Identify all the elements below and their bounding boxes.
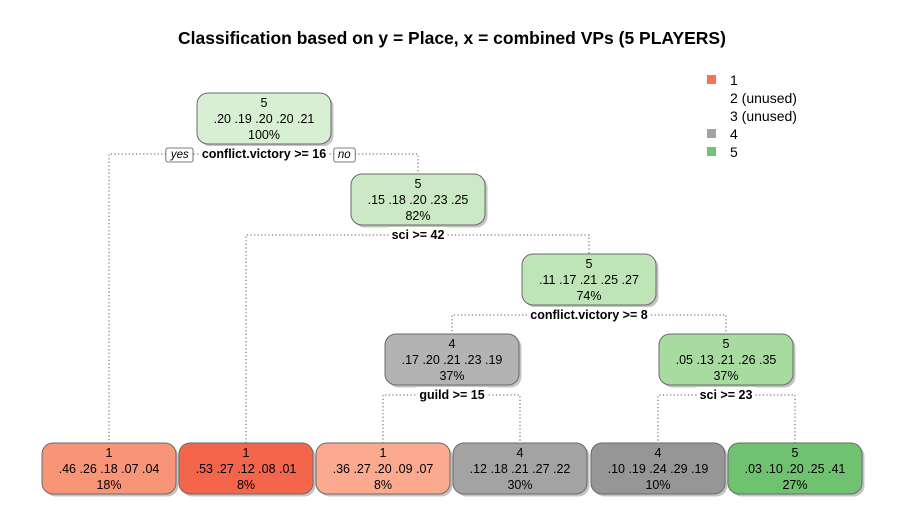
node-class: 5 [415, 177, 422, 191]
tree-node: 5 .20 .19 .20 .20 .21 100% [196, 92, 334, 147]
legend-swatch [707, 147, 716, 156]
node-probabilities: .11 .17 .21 .25 .27 [539, 273, 639, 287]
node-class: 4 [449, 337, 456, 351]
tree-leaf: 4 .12 .18 .21 .27 .22 30% [452, 442, 590, 497]
node-percent: 30% [507, 478, 532, 492]
node-class: 1 [243, 446, 250, 460]
tree-edge [657, 385, 727, 443]
tree-node: 5 .05 .13 .21 .26 .35 37% [658, 333, 796, 388]
branch-no-label: no [338, 149, 351, 161]
legend-label: 5 [730, 144, 738, 160]
legend: 1 2 (unused) 3 (unused) 4 5 [704, 71, 797, 161]
legend-label: 4 [730, 126, 738, 142]
tree-leaf: 4 .10 .19 .24 .29 .19 10% [590, 442, 728, 497]
node-percent: 10% [645, 478, 670, 492]
branch-no-label-box [333, 147, 356, 163]
branch-yes-label-box [165, 147, 194, 163]
tree-leaf: 1 .53 .27 .12 .08 .01 8% [178, 442, 316, 497]
node-probabilities: .05 .13 .21 .26 .35 [676, 353, 777, 367]
node-layer: 5 .20 .19 .20 .20 .21 100% 5 .15 .18 .20 .23… [41, 92, 865, 497]
node-box [41, 442, 177, 495]
branch-yes-label: yes [170, 149, 189, 161]
split-label-layer: conflict.victory >= 16 sci >= 42 conflict.… [165, 146, 756, 403]
node-percent: 74% [576, 289, 601, 303]
node-probabilities: .12 .18 .21 .27 .22 [470, 462, 571, 476]
node-class: 5 [261, 96, 268, 110]
legend-item-1: 1 [704, 71, 797, 89]
node-class: 4 [517, 446, 524, 460]
tree-leaf: 1 .36 .27 .20 .09 .07 8% [315, 442, 453, 497]
node-percent: 18% [96, 478, 121, 492]
node-box [590, 442, 726, 495]
legend-item-4: 4 [704, 125, 797, 143]
node-box [727, 442, 863, 495]
node-probabilities: .53 .27 .12 .08 .01 [196, 462, 297, 476]
node-box [350, 173, 486, 226]
legend-item-5: 5 [704, 143, 797, 161]
split-label: conflict.victory >= 8 [530, 308, 647, 322]
node-class: 5 [586, 257, 593, 271]
tree-leaf: 1 .46 .26 .18 .07 .04 18% [41, 442, 179, 497]
split-label: guild >= 15 [419, 388, 484, 402]
split-label-background [388, 227, 448, 243]
split-label: sci >= 42 [392, 228, 445, 242]
tree-leaf: 5 .03 .10 .20 .25 .41 27% [727, 442, 865, 497]
node-class: 5 [792, 446, 799, 460]
node-percent: 8% [374, 478, 392, 492]
split-label-background [416, 387, 488, 403]
node-percent: 8% [237, 478, 255, 492]
node-box [521, 253, 657, 306]
legend-swatch [707, 75, 716, 84]
node-class: 1 [106, 446, 113, 460]
node-probabilities: .17 .20 .21 .23 .19 [402, 353, 503, 367]
node-probabilities: .20 .19 .20 .20 .21 [214, 112, 315, 126]
node-box [178, 442, 314, 495]
legend-item-2: 2 (unused) [704, 89, 797, 107]
tree-edge [245, 225, 419, 443]
node-percent: 37% [713, 369, 738, 383]
node-box [384, 333, 520, 386]
node-percent: 27% [782, 478, 807, 492]
legend-swatch [707, 129, 716, 138]
node-probabilities: .46 .26 .18 .07 .04 [59, 462, 160, 476]
node-box [315, 442, 451, 495]
split-label: sci >= 23 [700, 388, 753, 402]
node-box [658, 333, 794, 386]
legend-label: 3 (unused) [730, 108, 797, 124]
node-percent: 82% [405, 209, 430, 223]
node-percent: 37% [439, 369, 464, 383]
node-class: 1 [380, 446, 387, 460]
chart-title: Classification based on y = Place, x = c… [178, 28, 726, 48]
node-percent: 100% [248, 128, 280, 142]
split-label-background [696, 387, 756, 403]
split-label-background [527, 307, 651, 323]
node-class: 4 [655, 446, 662, 460]
legend-label: 2 (unused) [730, 90, 797, 106]
tree-node: 5 .15 .18 .20 .23 .25 82% [350, 173, 488, 228]
node-probabilities: .36 .27 .20 .09 .07 [333, 462, 434, 476]
tree-edge [108, 144, 265, 443]
tree-node: 4 .17 .20 .21 .23 .19 37% [384, 333, 522, 388]
node-probabilities: .15 .18 .20 .23 .25 [368, 193, 469, 207]
split-label: conflict.victory >= 16 [202, 147, 326, 161]
node-probabilities: .10 .19 .24 .29 .19 [608, 462, 709, 476]
node-box [196, 92, 332, 145]
legend-label: 1 [730, 72, 738, 88]
split-label-background [198, 146, 330, 162]
legend-item-3: 3 (unused) [704, 107, 797, 125]
tree-node: 5 .11 .17 .21 .25 .27 74% [521, 253, 659, 308]
node-class: 5 [723, 337, 730, 351]
node-probabilities: .03 .10 .20 .25 .41 [745, 462, 846, 476]
node-box [452, 442, 588, 495]
